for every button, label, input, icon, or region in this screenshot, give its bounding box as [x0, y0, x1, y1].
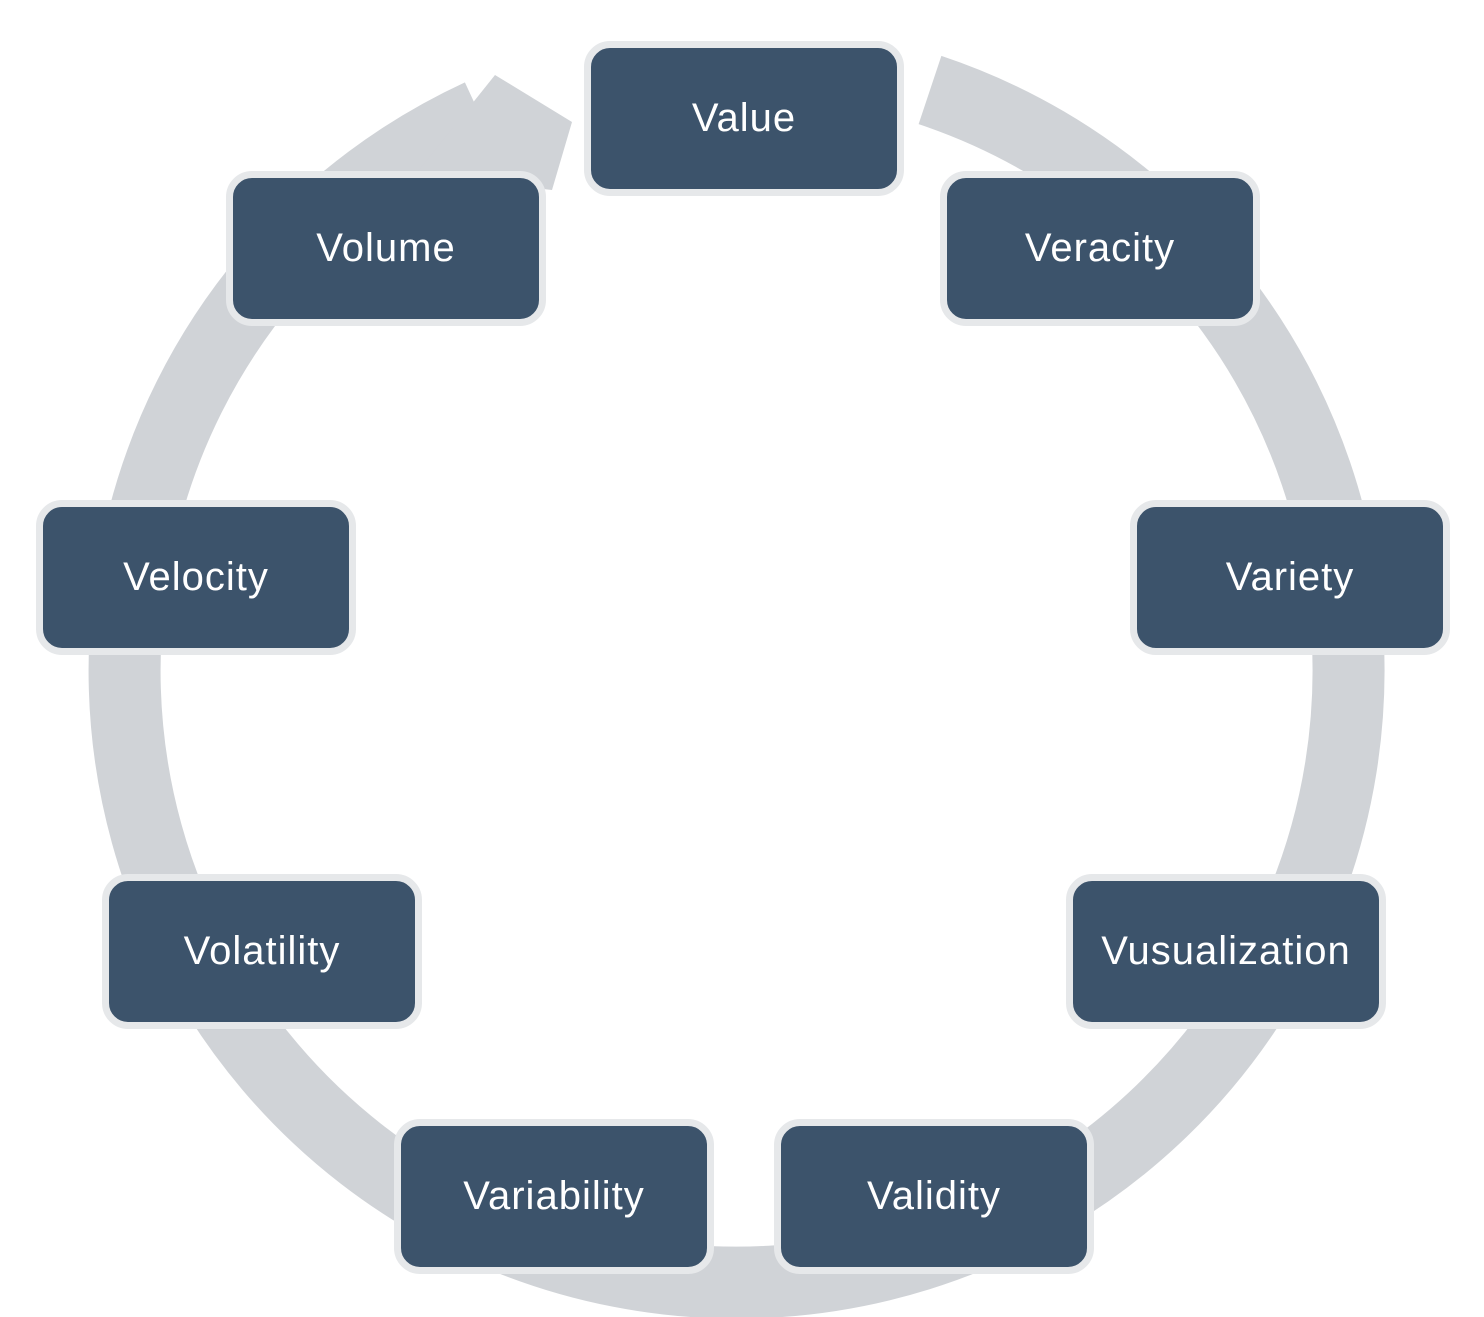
node-veracity-label: Veracity — [1024, 226, 1176, 270]
node-value-label: Value — [691, 96, 797, 140]
node-variability: Variability — [394, 1119, 714, 1274]
node-validity: Validity — [774, 1119, 1094, 1274]
node-volatility-label: Volatility — [183, 929, 341, 973]
node-vusualization: Vusualization — [1066, 874, 1386, 1029]
node-value: Value — [584, 41, 904, 196]
node-variability-label: Variability — [463, 1174, 645, 1218]
node-volume-label: Volume — [316, 226, 456, 270]
node-validity-label: Validity — [867, 1174, 1001, 1218]
node-velocity: Velocity — [36, 500, 356, 655]
node-volume: Volume — [226, 171, 546, 326]
cycle-arrow-head-icon — [415, 75, 572, 190]
node-velocity-label: Velocity — [123, 555, 269, 599]
node-variety-label: Variety — [1225, 555, 1355, 599]
node-vusualization-label: Vusualization — [1101, 929, 1351, 973]
node-volatility: Volatility — [102, 874, 422, 1029]
node-veracity: Veracity — [940, 171, 1260, 326]
node-variety: Variety — [1130, 500, 1450, 655]
